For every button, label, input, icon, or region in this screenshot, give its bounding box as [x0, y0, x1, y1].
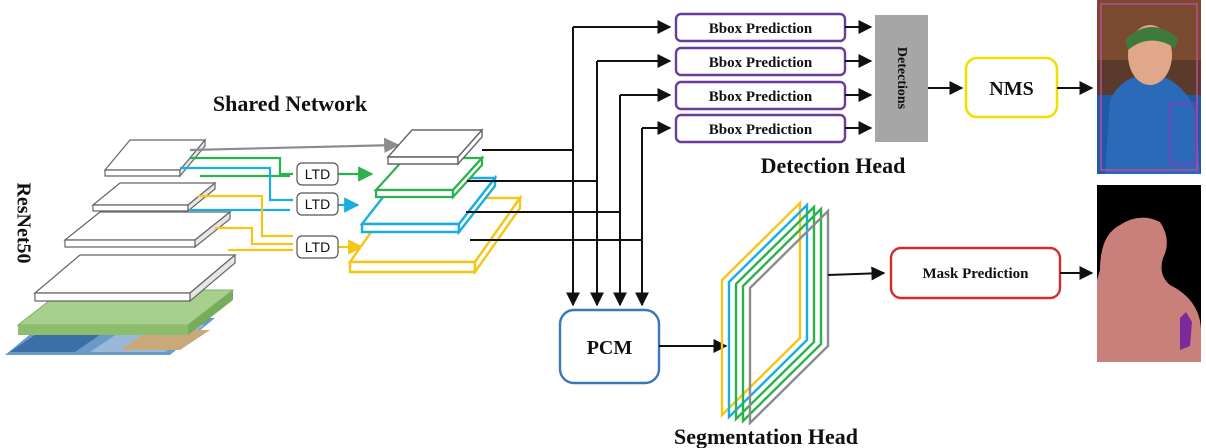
pcm-block: PCM [558, 308, 661, 385]
fpn-planes [347, 128, 523, 276]
ltd-block: LTD [296, 235, 339, 259]
detection-output-image [1097, 0, 1201, 174]
ltd-label: LTD [305, 196, 330, 212]
bbox-prediction-box: Bbox Prediction [674, 80, 847, 111]
segmentation-head-label: Segmentation Head [674, 424, 858, 448]
lateral-connections [180, 137, 400, 255]
cyan-route-a [180, 166, 293, 202]
bbox-prediction-box: Bbox Prediction [674, 46, 847, 77]
backbone-layer-3 [63, 210, 232, 249]
fpn-plane-gray [386, 128, 484, 166]
ltd-block: LTD [296, 192, 339, 216]
bbox-prediction-box: Bbox Prediction [674, 12, 847, 43]
pcm-label: PCM [587, 337, 633, 359]
detection-head-label: Detection Head [761, 153, 906, 178]
nms-label: NMS [989, 78, 1033, 100]
ltd-label: LTD [305, 239, 330, 255]
nms-block: NMS [964, 56, 1059, 119]
bbox-predictions: Bbox Prediction Bbox Prediction Bbox Pre… [674, 12, 847, 144]
segmentation-head-stack [720, 200, 830, 426]
ltd-label: LTD [305, 166, 330, 182]
fpn-plane-green [373, 155, 485, 200]
person-bbox [1100, 3, 1198, 171]
bbox-prediction-box: Bbox Prediction [674, 113, 847, 144]
bbox-prediction-label: Bbox Prediction [709, 21, 813, 37]
segmentation-output-image [1097, 185, 1201, 362]
ltd-block: LTD [296, 162, 339, 186]
bottle-bbox [1169, 103, 1197, 165]
backbone-stack [5, 138, 237, 355]
yellow-route-b [215, 226, 293, 246]
yellow-route-a [198, 194, 293, 238]
detections-label: Detections [894, 47, 909, 110]
seg-to-mask-arrow [827, 266, 886, 281]
backbone-layer-2 [91, 181, 217, 213]
bbox-prediction-label: Bbox Prediction [709, 55, 813, 71]
shared-network-label: Shared Network [213, 91, 368, 116]
bbox-to-detections [845, 20, 873, 135]
ltd-blocks: LTD LTD LTD [296, 162, 339, 259]
bbox-prediction-label: Bbox Prediction [709, 122, 813, 138]
backbone-layer-4 [33, 253, 237, 303]
detections-block: Detections [875, 15, 928, 142]
mask-prediction-box: Mask Prediction [889, 246, 1062, 300]
mask-prediction-label: Mask Prediction [923, 266, 1030, 282]
fpn-outputs [466, 20, 672, 307]
green-route-a [190, 156, 293, 176]
gray-lateral-arrow [189, 137, 400, 154]
bbox-prediction-label: Bbox Prediction [709, 89, 813, 105]
backbone-label: ResNet50 [12, 182, 34, 263]
